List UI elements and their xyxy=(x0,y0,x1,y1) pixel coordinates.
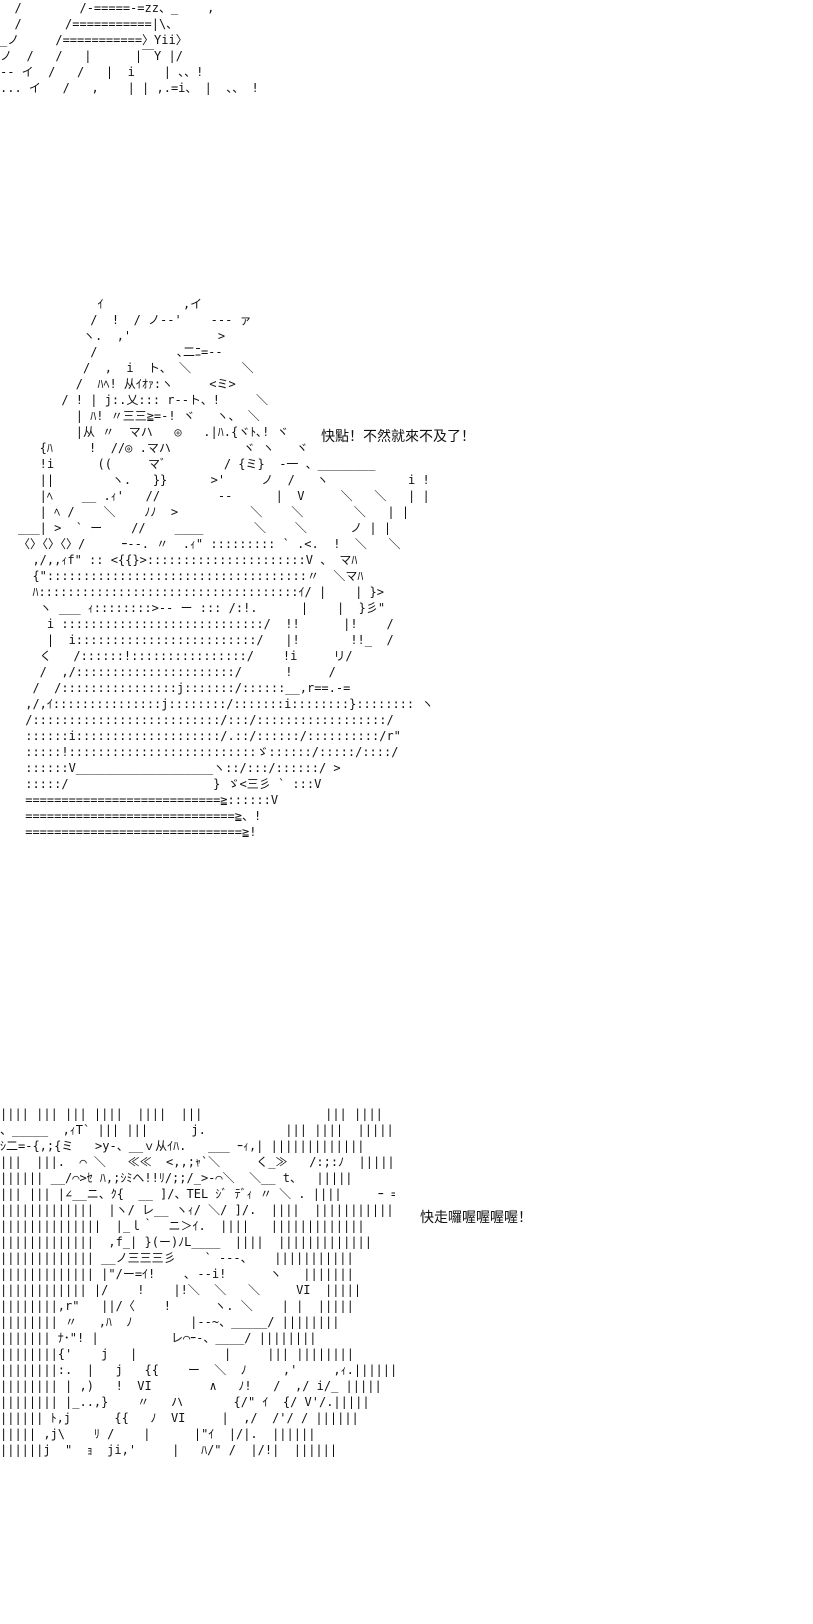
speech-line-2: 快走囉喔喔喔喔！ xyxy=(420,1210,532,1226)
ascii-art-top-panel: / /-=====-=zz、_ , / /===========|\、 _ノ /… xyxy=(0,1,259,95)
ascii-art-character-panel: ｲ ,イ / ! / ノ-‐' ‐-- ァ ヽ. ,' > / ､二ﾆ=-- /… xyxy=(18,297,434,839)
ascii-art-rain-panel: |||| ||| ||| |||| |||| ||| ||| |||| ||||… xyxy=(0,1107,395,1457)
speech-line-1: 快點！不然就來不及了！ xyxy=(321,429,475,445)
